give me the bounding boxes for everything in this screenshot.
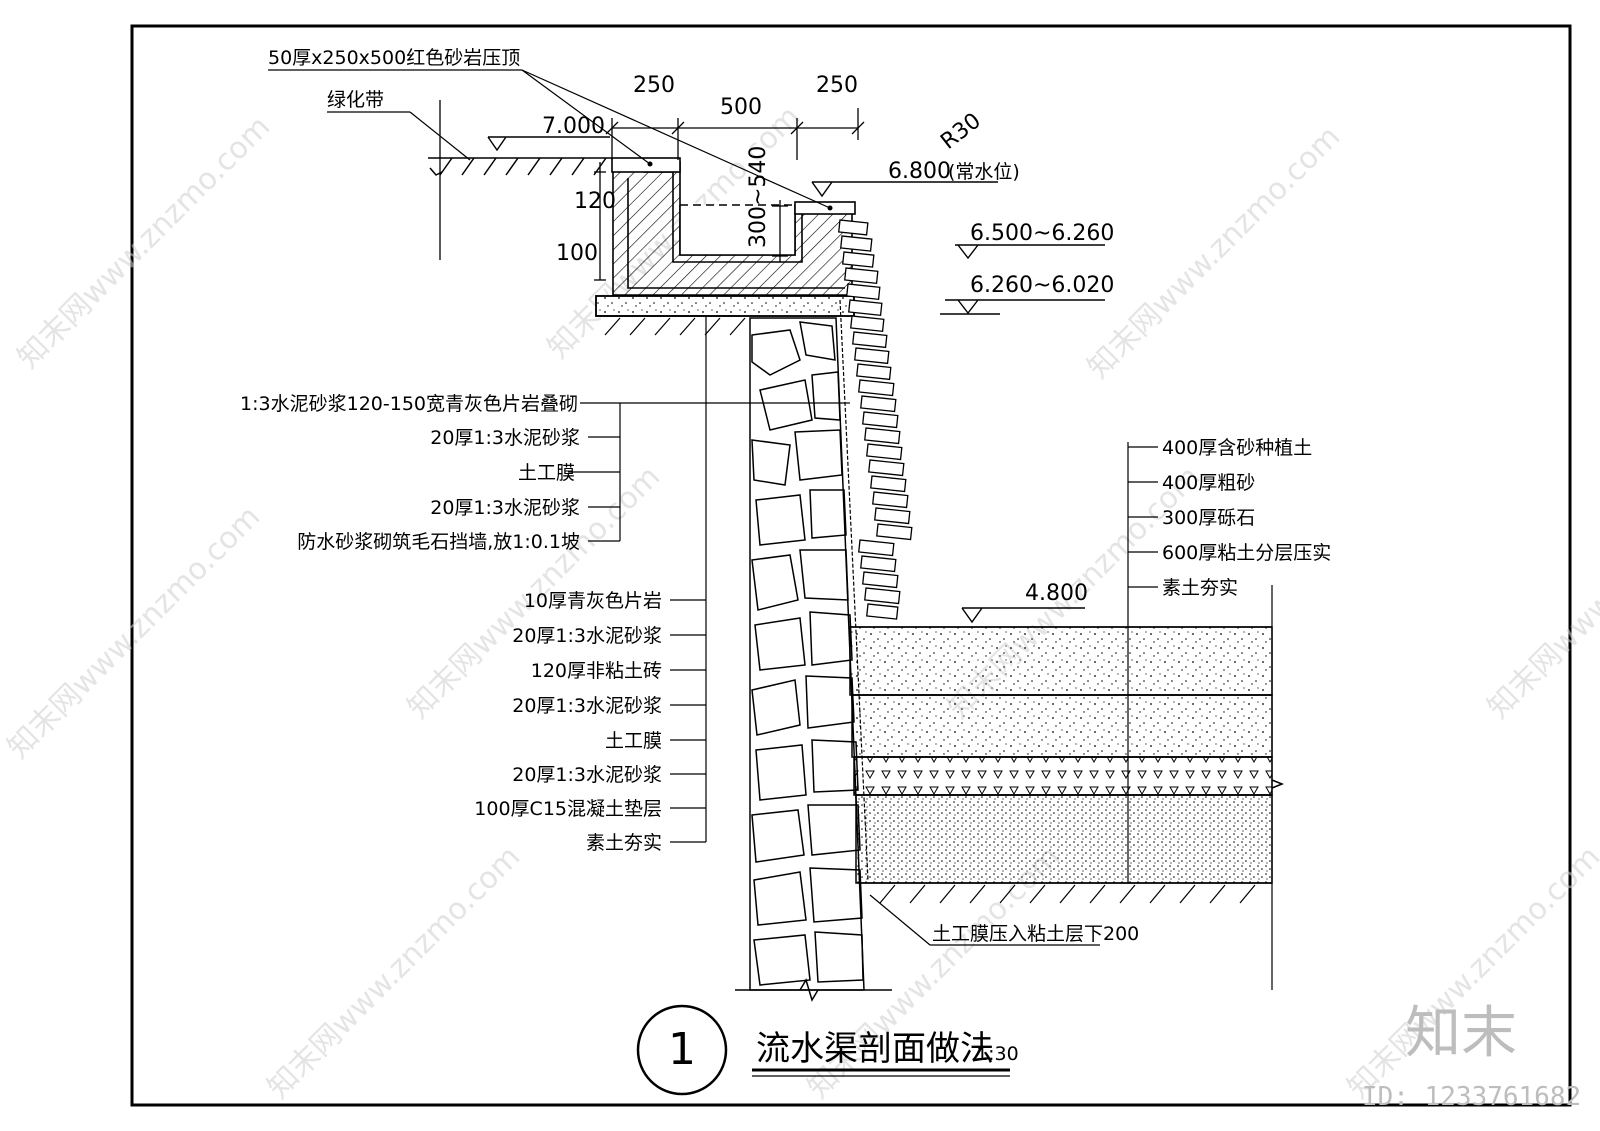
top-leaders <box>268 69 831 209</box>
slate-facing <box>838 219 913 620</box>
bed-label-4: 600厚粘土分层压实 <box>1162 542 1331 564</box>
channel-label-2: 20厚1:3水泥砂浆 <box>512 625 662 647</box>
channel-label-1: 10厚青灰色片岩 <box>524 590 662 612</box>
rubble-wall <box>749 317 865 991</box>
leader-dot-1 <box>647 161 653 167</box>
top-coping-note: 50厚x250x500红色砂岩压顶 <box>268 47 520 69</box>
sheet-border <box>130 24 1572 1107</box>
elev-6800: 6.800 <box>888 159 951 184</box>
brand-logo: 知末 <box>1405 1001 1517 1066</box>
watermark-3: 知末网www.znzmo.com <box>1081 119 1347 385</box>
membrane-note: 土工膜压入粘土层下200 <box>932 923 1139 945</box>
wall-label-2: 20厚1:3水泥砂浆 <box>430 427 580 449</box>
dim-500: 500 <box>720 95 762 120</box>
wall-label-5: 防水砂浆砌筑毛石挡墙,放1:0.1坡 <box>297 531 580 553</box>
watermark-7: 知末网www.znzmo.com <box>1481 459 1600 725</box>
membrane-leader <box>869 894 1100 946</box>
ground-left <box>428 157 612 176</box>
channel-label-4: 20厚1:3水泥砂浆 <box>512 695 662 717</box>
wall-label-3: 土工膜 <box>518 462 575 484</box>
channel-structure <box>611 157 856 296</box>
dimension-lines <box>439 100 865 281</box>
pool-bed <box>849 626 1285 904</box>
leader-dot-2 <box>827 205 833 211</box>
elev-range-upper: 6.500~6.260 <box>970 221 1114 246</box>
watermark-4: 知末网www.znzmo.com <box>1 499 267 765</box>
bed-label-1: 400厚含砂种植土 <box>1162 437 1312 459</box>
elev-7000: 7.000 <box>542 114 605 139</box>
green-belt-label: 绿化带 <box>327 89 384 111</box>
channel-label-3: 120厚非粘土砖 <box>531 660 662 682</box>
wall-leaders <box>568 402 850 542</box>
elev-6800-note: (常水位) <box>948 161 1020 183</box>
break-symbol <box>799 978 819 1002</box>
title-scale: 1:30 <box>976 1043 1019 1065</box>
id-label: ID: 1233761682 <box>1362 1082 1581 1112</box>
elev-4800: 4.800 <box>1025 581 1088 606</box>
channel-leaders <box>670 316 707 843</box>
title-number-circle <box>636 1004 728 1096</box>
bed-label-5: 素土夯实 <box>1162 577 1238 599</box>
watermark-8: 知末网www.znzmo.com <box>261 839 527 1105</box>
elev-range-lower: 6.260~6.020 <box>970 273 1114 298</box>
dim-radius: R30 <box>936 108 985 154</box>
title-number: 1 <box>668 1024 696 1075</box>
dim-depth: 300~540 <box>746 146 771 248</box>
bed-label-2: 400厚粗砂 <box>1162 472 1255 494</box>
channel-label-5: 土工膜 <box>605 730 662 752</box>
channel-label-6: 20厚1:3水泥砂浆 <box>512 764 662 786</box>
dim-250-right: 250 <box>816 73 858 98</box>
wall-label-4: 20厚1:3水泥砂浆 <box>430 497 580 519</box>
wall-label-1: 1:3水泥砂浆120-150宽青灰色片岩叠砌 <box>240 393 578 415</box>
dim-100: 100 <box>556 241 598 266</box>
title-text: 流水渠剖面做法 <box>756 1029 994 1069</box>
dim-120: 120 <box>574 189 616 214</box>
channel-label-7: 100厚C15混凝土垫层 <box>474 798 662 820</box>
bed-leaders <box>1127 442 1158 883</box>
bed-label-3: 300厚砾石 <box>1162 507 1255 529</box>
elevation-markers <box>487 136 1105 624</box>
concrete-base <box>595 295 855 336</box>
channel-label-8: 素土夯实 <box>586 832 662 854</box>
dim-250-left: 250 <box>633 73 675 98</box>
watermark-1: 知末网www.znzmo.com <box>11 109 277 375</box>
